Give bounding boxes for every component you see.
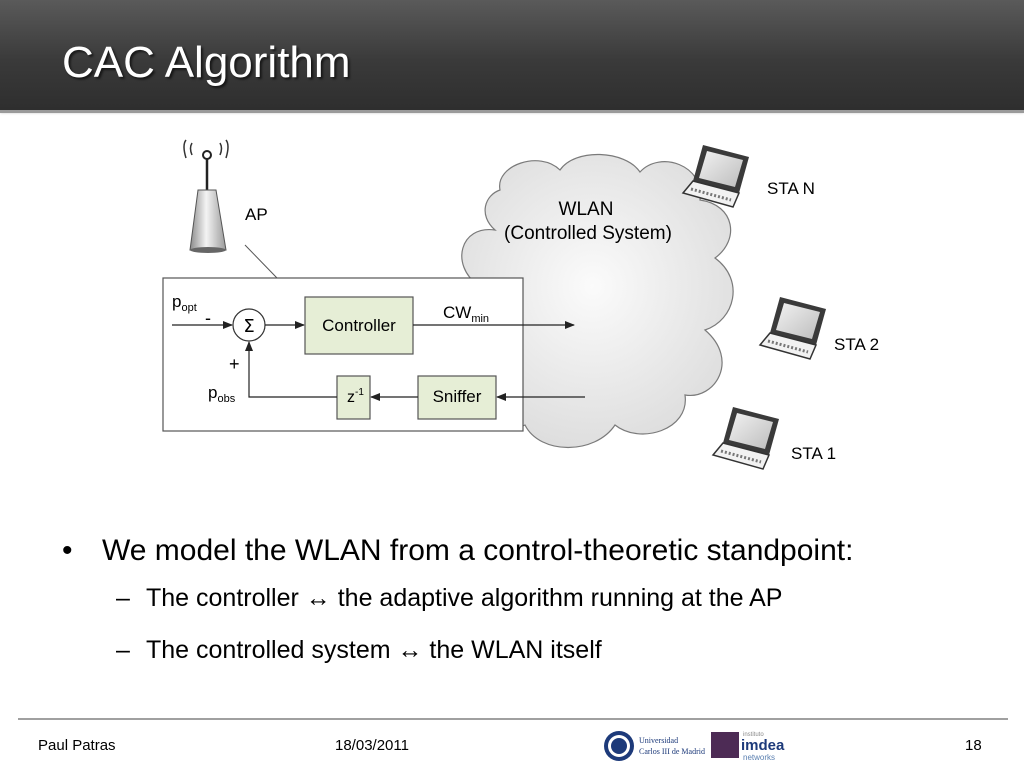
sub-bullet-1-text: The controller ↔ the adaptive algorithm … [146,584,783,612]
footer-divider [18,718,1008,720]
sub-bullet-dash: – [116,636,130,664]
title-divider [0,110,1024,113]
plus-sign: + [229,354,240,374]
ap-label: AP [245,205,268,224]
minus-sign: - [205,308,211,328]
uc3m-logo: Universidad Carlos III de Madrid [604,731,705,761]
page-number: 18 [965,737,982,754]
controller-block [304,296,414,355]
cloud-label-controlled-system: (Controlled System) [504,223,672,244]
svg-text:networks: networks [743,753,775,762]
arrow-delay-to-sum [245,341,337,398]
sta-n-label: STA N [767,179,815,198]
bullet-main-text: We model the WLAN from a control-theoret… [102,534,854,567]
laptop-icon-sta-1 [711,407,779,470]
svg-text:Carlos III de Madrid: Carlos III de Madrid [639,747,705,756]
delay-label: z-1 [347,387,364,406]
p-obs-label: pobs [208,383,236,405]
delay-block [336,375,371,420]
footer-author: Paul Patras [38,737,116,754]
cwmin-label: CWmin [443,303,489,325]
sta-1-label: STA 1 [791,444,836,463]
p-opt-label: popt [172,292,197,314]
sub-bullet-dash: – [116,584,130,612]
sigma-symbol: Σ [243,316,254,337]
access-point-icon [183,139,229,253]
cloud-label-wlan: WLAN [559,199,614,220]
imdea-networks-logo: instituto imdea networks [711,732,785,762]
laptop-icon-sta-2 [758,297,826,360]
title-bar: CAC Algorithm [0,0,1024,110]
sub-bullet-2-text: The controlled system ↔ the WLAN itself [146,636,602,664]
controller-label: Controller [322,316,396,335]
laptop-icon-sta-n [681,145,749,208]
svg-text:instituto: instituto [743,732,764,738]
bullet-dot: • [62,534,73,567]
slide-title: CAC Algorithm [62,38,351,87]
sniffer-label: Sniffer [433,387,482,406]
svg-text:imdea: imdea [741,737,785,754]
svg-text:Universidad: Universidad [639,736,678,745]
cac-diagram: WLAN (Controlled System) AP popt - Σ Con… [162,139,879,470]
footer-date: 18/03/2011 [335,737,409,754]
sniffer-block [417,375,497,420]
sta-2-label: STA 2 [834,335,879,354]
